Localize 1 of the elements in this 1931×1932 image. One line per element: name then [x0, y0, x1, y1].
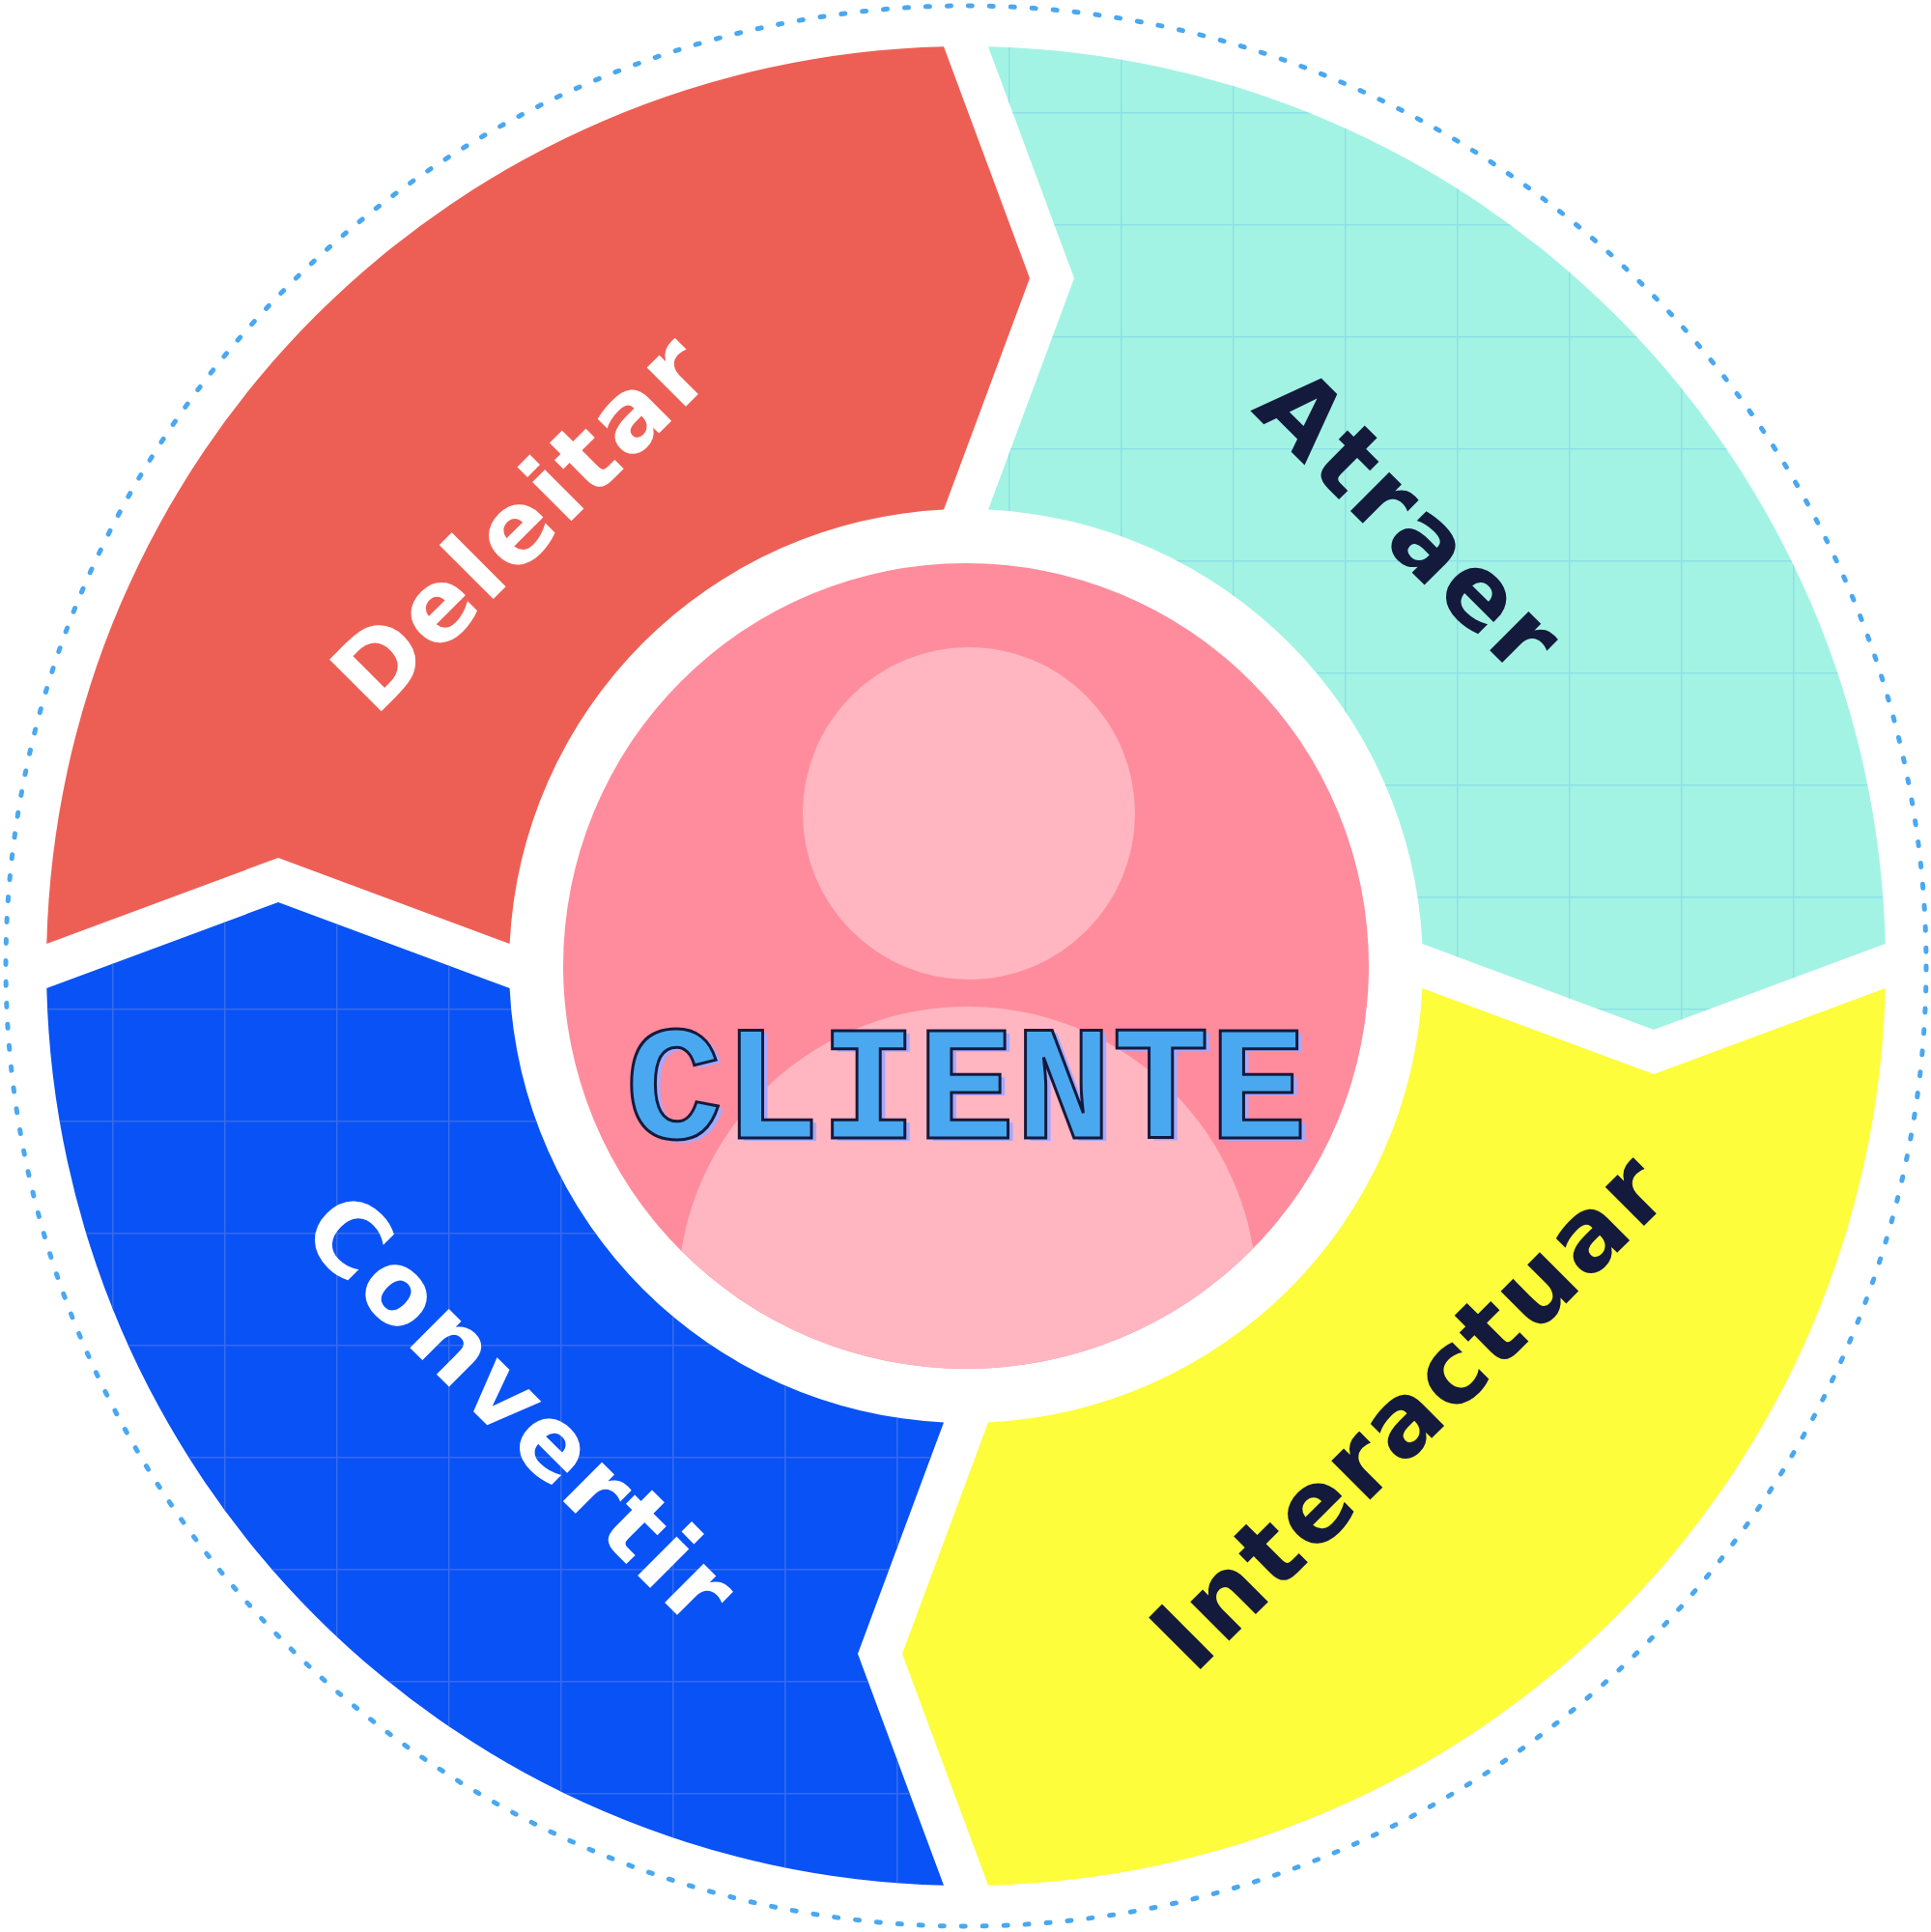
center-label: CLIENTE [625, 1013, 1307, 1176]
